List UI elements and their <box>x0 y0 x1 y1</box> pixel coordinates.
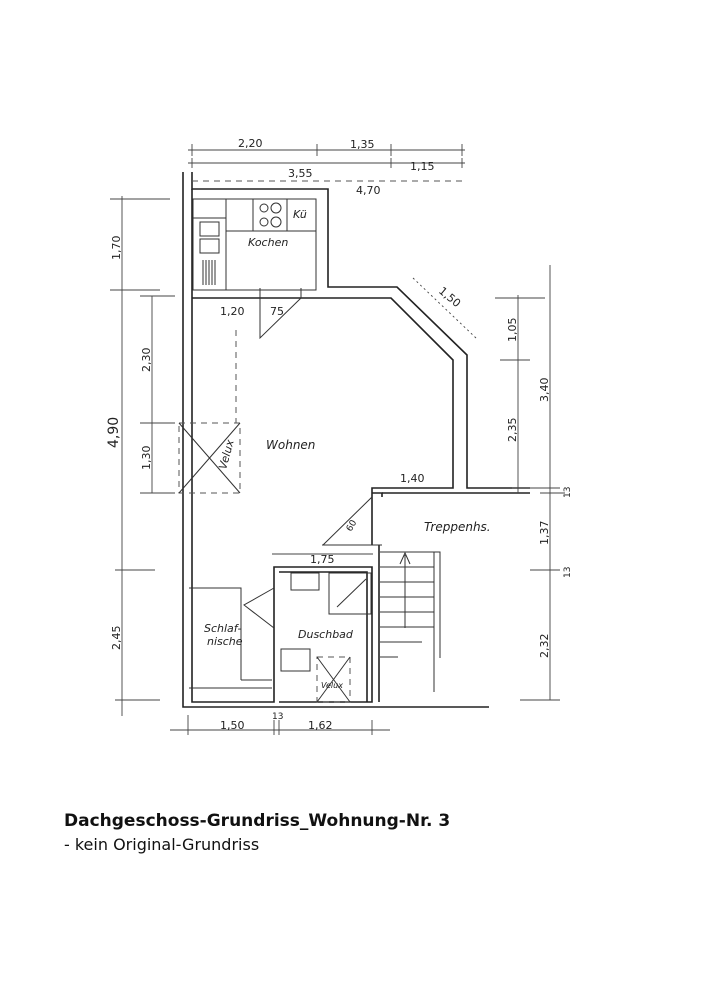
stair-landing <box>322 496 382 546</box>
door-swing <box>259 288 302 340</box>
bath-door-swing <box>243 587 275 629</box>
dim-door-120: 1,20 <box>220 305 245 318</box>
velux-living-label: Velux <box>216 438 236 471</box>
staircase <box>380 551 441 692</box>
dim-right-13b: 13 <box>563 567 573 578</box>
kitchen-fixtures <box>192 198 317 291</box>
living-label: Wohnen <box>266 438 315 452</box>
sleeping-label-2: nische <box>207 635 243 648</box>
dim-right-232: 2,32 <box>538 634 551 659</box>
velux-window-living <box>178 330 241 494</box>
dim-right-13a: 13 <box>563 487 573 498</box>
dim-left-130: 1,30 <box>140 446 153 471</box>
dim-diag-60: 60 <box>345 518 360 533</box>
kitchen-abbr-label: Kü <box>293 208 307 221</box>
dim-right-137: 1,37 <box>538 521 551 546</box>
walls <box>182 172 530 708</box>
plan-title: Dachgeschoss-Grundriss_Wohnung-Nr. 3 <box>64 811 451 831</box>
dim-left-490: 4,90 <box>106 417 122 448</box>
dim-top-470: 4,70 <box>356 184 381 197</box>
dim-bottom-13: 13 <box>272 712 283 722</box>
sleeping-label-1: Schlaf- <box>204 622 241 635</box>
dim-right-340: 3,40 <box>538 378 551 403</box>
dim-top-220: 2,20 <box>238 137 263 150</box>
kitchen-label: Kochen <box>248 236 288 249</box>
dim-left-170: 1,70 <box>110 236 123 261</box>
dim-top-135: 1,35 <box>350 138 375 151</box>
dim-right-105: 1,05 <box>506 318 519 343</box>
dim-left-230: 2,30 <box>140 348 153 373</box>
dim-bath-175: 1,75 <box>310 553 335 566</box>
dim-door-75: 75 <box>270 305 284 318</box>
dim-bottom-162: 1,62 <box>308 719 333 732</box>
stairwell-label: Treppenhs. <box>424 520 491 534</box>
dim-top-115: 1,15 <box>410 160 435 173</box>
dim-bottom-150: 1,50 <box>220 719 245 732</box>
plan-subtitle: - kein Original-Grundriss <box>64 835 260 854</box>
bath-label: Duschbad <box>298 628 354 641</box>
velux-bath-label: Velux <box>321 681 343 690</box>
bath-fixtures <box>280 572 372 703</box>
sleeping-niche <box>189 587 272 689</box>
dim-right-235: 2,35 <box>506 418 519 443</box>
dim-left-245: 2,45 <box>110 626 123 651</box>
dim-top-355: 3,55 <box>288 167 313 180</box>
dimension-lines <box>110 144 565 735</box>
dim-diag-150: 1,50 <box>436 284 463 310</box>
dim-mid-140: 1,40 <box>400 472 425 485</box>
